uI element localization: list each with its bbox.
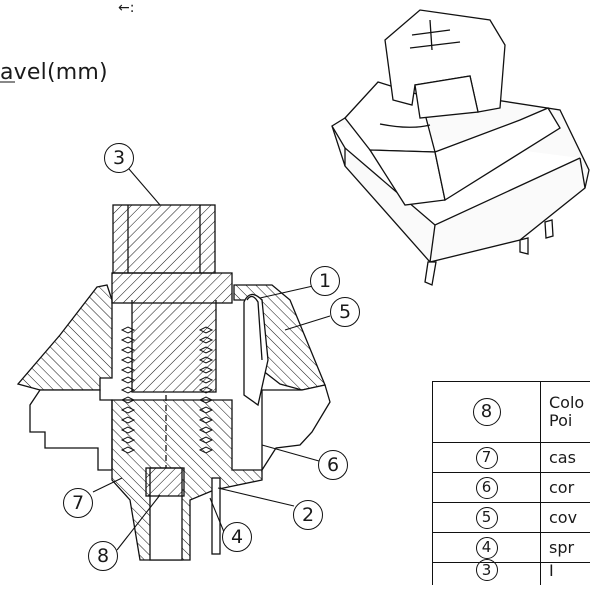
- callout-7: 7: [63, 488, 93, 518]
- switch-3d-view: [331, 9, 590, 286]
- header-fragment: ←:: [118, 0, 135, 16]
- legend-text: spr: [540, 532, 590, 563]
- legend-row: 7 cas: [432, 442, 590, 473]
- callout-4: 4: [222, 522, 252, 552]
- switch-top-right-face: [434, 107, 561, 202]
- travel-label: avel(mm): [0, 60, 108, 85]
- lower-housing-right: [261, 384, 331, 473]
- callout-2: 2: [293, 500, 323, 530]
- legend-number: 7: [475, 446, 498, 469]
- stem-top: [112, 204, 216, 274]
- callout-3: 3: [104, 143, 134, 173]
- parts-legend-table: 8 Colo Poi 7 cas 6 cor 5 cov 4 spr 3 I: [432, 381, 590, 585]
- legend-number: 6: [475, 476, 498, 499]
- leader-lines: [92, 168, 331, 551]
- bottom-pin: [211, 477, 221, 555]
- legend-number: 8: [472, 398, 501, 426]
- legend-text: cas: [540, 442, 590, 473]
- legend-text: cor: [540, 472, 590, 503]
- legend-number: 3: [475, 559, 498, 581]
- switch-pin-3: [544, 219, 554, 239]
- callout-1: 1: [310, 266, 340, 296]
- legend-row: 3 I: [432, 558, 590, 585]
- callout-5: 5: [330, 297, 360, 327]
- legend-text: cov: [540, 502, 590, 533]
- legend-number: 4: [475, 536, 498, 559]
- switch-pin-1: [424, 261, 437, 286]
- legend-row: 4 spr: [432, 532, 590, 563]
- cross-section-view: [16, 204, 331, 561]
- legend-number: 5: [475, 506, 498, 529]
- callout-6: 6: [318, 450, 348, 480]
- upper-housing-left: [16, 284, 113, 391]
- legend-row: 5 cov: [432, 502, 590, 533]
- stem-body: [111, 272, 233, 304]
- lower-housing-left: [29, 389, 113, 471]
- switch-pin-2: [519, 237, 529, 255]
- stem-front: [414, 75, 479, 119]
- callout-8: 8: [88, 541, 118, 571]
- legend-text: Colo Poi: [540, 381, 590, 443]
- legend-row: 8 Colo Poi: [432, 381, 590, 443]
- bottom-cap: [145, 467, 185, 497]
- stem-cross: [409, 19, 461, 51]
- legend-row: 6 cor: [432, 472, 590, 503]
- leaf-contact: [243, 293, 269, 407]
- legend-text: I: [540, 558, 590, 581]
